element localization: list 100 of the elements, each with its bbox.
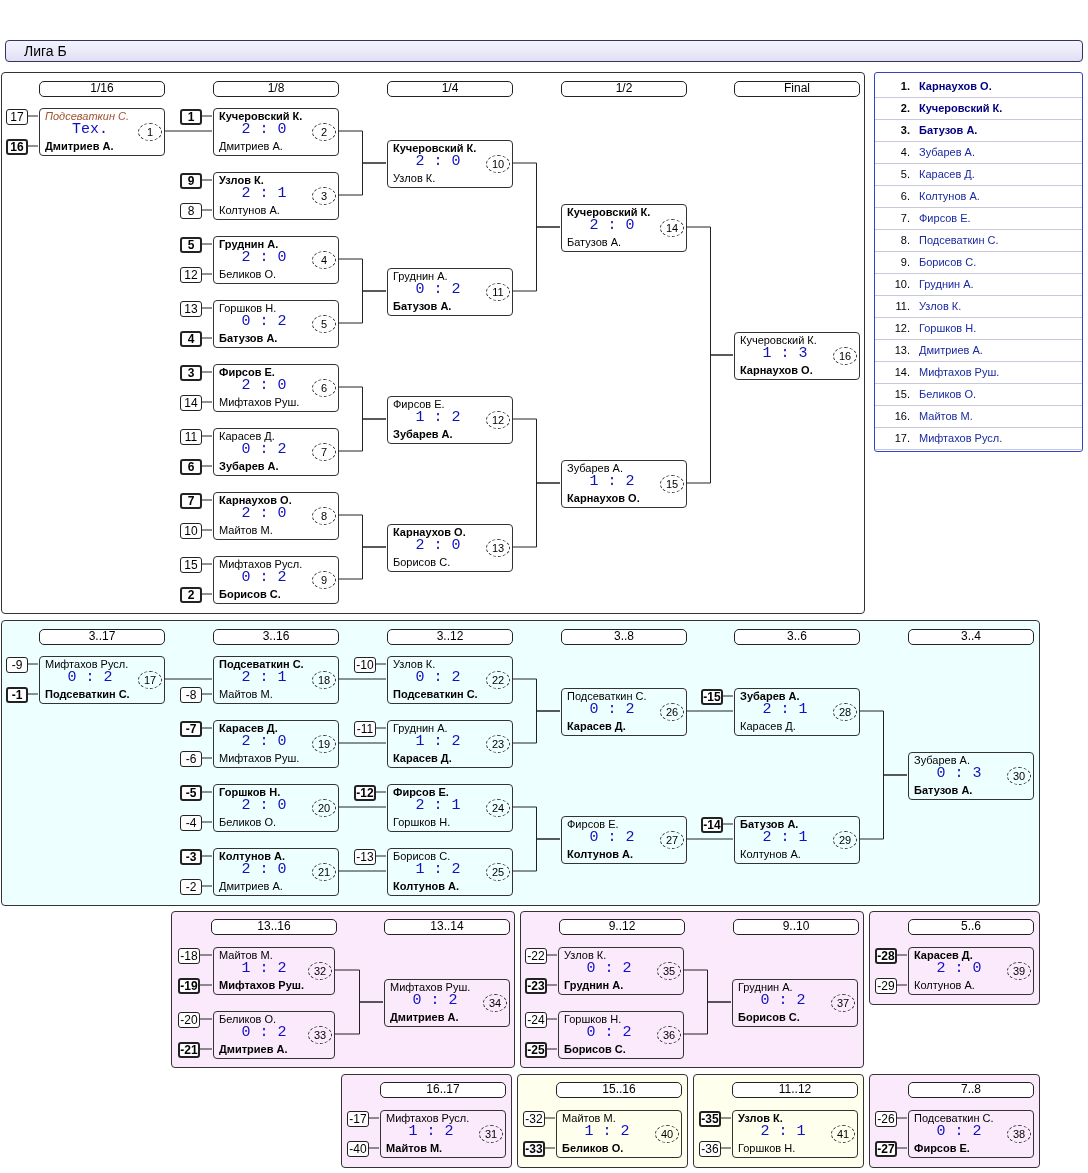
player-name: Узлов К. bbox=[919, 300, 962, 312]
bracket-line bbox=[200, 307, 213, 309]
seed-number: -35 bbox=[699, 1111, 721, 1127]
seed-number: -40 bbox=[347, 1141, 369, 1157]
bracket-line bbox=[685, 354, 734, 484]
player-name: Зубарев А. bbox=[393, 428, 453, 440]
player-name: Дмитриев А. bbox=[219, 880, 283, 892]
seed-number: -19 bbox=[178, 978, 200, 994]
rank-number: 15. bbox=[894, 388, 910, 400]
bracket-line bbox=[511, 482, 561, 548]
player-name: Беликов О. bbox=[219, 816, 277, 828]
round-header: 3..16 bbox=[213, 629, 339, 645]
round-header: 1/8 bbox=[213, 81, 339, 97]
bracket-line bbox=[200, 757, 213, 759]
player-name: Груднин А. bbox=[738, 981, 793, 993]
player-name: Карнаухов О. bbox=[919, 80, 992, 92]
bracket-line bbox=[374, 727, 387, 729]
match-card bbox=[213, 556, 339, 604]
match-score: 0 : 2 bbox=[241, 441, 288, 458]
bracket-line bbox=[200, 855, 213, 857]
player-name: Дмитриев А. bbox=[219, 1043, 288, 1055]
bracket-line bbox=[337, 870, 387, 872]
bracket-line bbox=[26, 693, 39, 695]
match-card bbox=[387, 524, 513, 572]
seed-number: -23 bbox=[525, 978, 547, 994]
player-name: Беликов О. bbox=[562, 1142, 624, 1154]
bracket-line bbox=[895, 954, 908, 956]
bracket-line bbox=[337, 742, 387, 744]
match-score: 1 : 2 bbox=[415, 733, 462, 750]
player-name: Колтунов А. bbox=[219, 204, 280, 216]
rank-number: 10. bbox=[894, 278, 910, 290]
seed-number: -21 bbox=[178, 1042, 200, 1058]
match-score: 1 : 2 bbox=[415, 409, 462, 426]
seed-number: -2 bbox=[180, 879, 202, 895]
match-score: 2 : 0 bbox=[936, 960, 983, 977]
seed-number: -7 bbox=[180, 721, 202, 737]
match-card bbox=[908, 1110, 1034, 1158]
bracket-line bbox=[337, 678, 387, 680]
player-name: Борисов С. bbox=[564, 1043, 626, 1055]
bracket-line bbox=[719, 1117, 732, 1119]
round-header: 9..10 bbox=[733, 919, 859, 935]
player-name: Подсеваткин С. bbox=[914, 1112, 994, 1124]
seed-number: -9 bbox=[6, 657, 28, 673]
bracket-line bbox=[333, 1001, 384, 1035]
seed-number: 11 bbox=[180, 429, 202, 445]
match-card bbox=[213, 428, 339, 476]
player-name: Дмитриев А. bbox=[45, 140, 114, 152]
player-name: Фирсов Е. bbox=[567, 818, 619, 830]
player-name: Карасев Д. bbox=[740, 720, 796, 732]
player-name: Карнаухов О. bbox=[393, 526, 466, 538]
round-header: 1/2 bbox=[561, 81, 687, 97]
seed-number: -25 bbox=[525, 1042, 547, 1058]
match-card bbox=[387, 268, 513, 316]
player-name: Борисов С. bbox=[219, 588, 281, 600]
player-name: Фирсов Е. bbox=[393, 786, 449, 798]
match-score: 1 : 2 bbox=[583, 1123, 631, 1140]
bracket-line bbox=[200, 435, 213, 437]
bracket-panel bbox=[693, 1074, 864, 1168]
match-card bbox=[561, 460, 687, 508]
match-card bbox=[387, 784, 513, 832]
player-name: Зубарев А. bbox=[914, 754, 970, 766]
bracket-line bbox=[858, 774, 908, 840]
bracket-line bbox=[200, 179, 213, 181]
seed-number: 5 bbox=[180, 237, 202, 253]
rank-number: 12. bbox=[894, 322, 910, 334]
player-name: Батузов А. bbox=[914, 784, 973, 796]
player-name: Колтунов А. bbox=[919, 190, 980, 202]
bracket-line bbox=[337, 162, 387, 196]
player-name: Горшков Н. bbox=[219, 786, 281, 798]
match-card bbox=[387, 396, 513, 444]
player-name: Подсеваткин С. bbox=[919, 234, 999, 246]
rank-number: 11. bbox=[895, 300, 910, 312]
match-score: 0 : 2 bbox=[585, 960, 633, 977]
match-card bbox=[39, 108, 165, 156]
player-name: Мифтахов Руш. bbox=[219, 979, 304, 991]
player-name: Борисов С. bbox=[919, 256, 977, 268]
seed-number: -15 bbox=[701, 689, 723, 705]
rank-number: 3. bbox=[900, 124, 910, 136]
bracket-line bbox=[682, 1001, 732, 1035]
bracket-line bbox=[163, 130, 213, 132]
player-name: Подсеваткин С. bbox=[45, 688, 130, 700]
player-name: Груднин А. bbox=[219, 238, 279, 250]
player-name: Карнаухов О. bbox=[567, 492, 640, 504]
player-name: Колтунов А. bbox=[219, 850, 286, 862]
match-card bbox=[213, 848, 339, 896]
player-name: Дмитриев А. bbox=[390, 1011, 459, 1023]
match-score: 2 : 0 bbox=[241, 733, 288, 750]
player-name: Мифтахов Русл. bbox=[386, 1112, 470, 1124]
bracket-line bbox=[198, 984, 213, 986]
bracket-panel bbox=[1, 72, 865, 614]
player-name: Карнаухов О. bbox=[740, 364, 813, 376]
match-score: 0 : 2 bbox=[589, 829, 636, 846]
seed-number: -11 bbox=[354, 721, 376, 737]
seed-number: -22 bbox=[525, 948, 547, 964]
seed-number: 6 bbox=[180, 459, 202, 475]
seed-number: -17 bbox=[347, 1111, 369, 1127]
bracket-line bbox=[685, 710, 734, 712]
rank-number: 4. bbox=[900, 146, 910, 158]
player-name: Узлов К. bbox=[393, 172, 436, 184]
seed-number: -28 bbox=[875, 948, 897, 964]
